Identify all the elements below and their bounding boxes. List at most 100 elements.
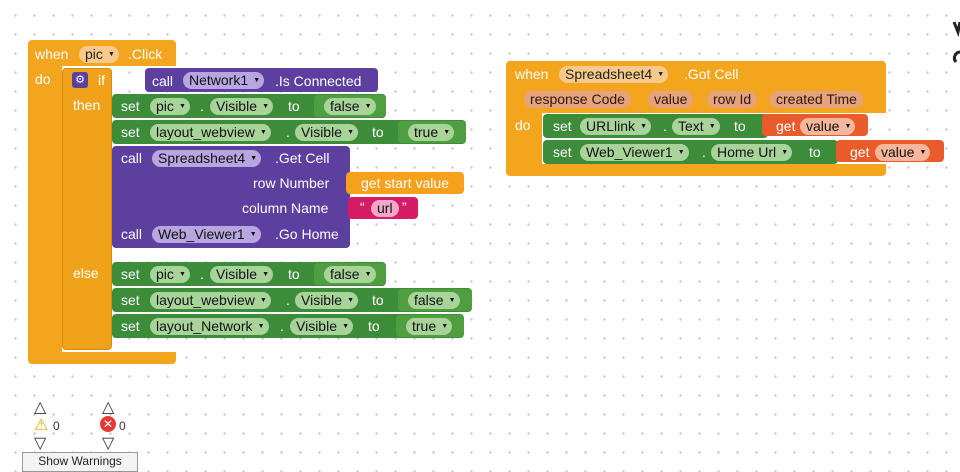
pic-component-dropdown[interactable]: pic▼ xyxy=(79,46,119,63)
property-dropdown[interactable]: Visible▼ xyxy=(290,318,353,335)
property-dropdown[interactable]: Text▼ xyxy=(672,118,720,135)
dropdown-arrow-icon: ▼ xyxy=(347,129,354,136)
get-label: get xyxy=(776,118,796,134)
property-dropdown[interactable]: Home Url ▼ xyxy=(711,144,793,161)
boolean-dropdown[interactable]: true▼ xyxy=(406,318,453,335)
gear-icon[interactable]: ⚙ xyxy=(72,72,88,88)
component-dropdown[interactable]: Web_Viewer1▼ xyxy=(580,144,689,161)
to-label: to xyxy=(372,124,384,140)
dropdown-arrow-icon: ▼ xyxy=(262,271,269,278)
dropdown-arrow-icon: ▼ xyxy=(443,129,451,136)
dropdown-arrow-icon: ▼ xyxy=(844,123,852,130)
offscreen-block-fragment xyxy=(952,18,960,68)
then-label: then xyxy=(73,97,101,113)
spreadsheet4-dropdown[interactable]: Spreadsheet4 ▼ xyxy=(152,150,262,167)
got-cell-label: .Got Cell xyxy=(684,66,739,82)
web-viewer1-dropdown[interactable]: Web_Viewer1 ▼ xyxy=(152,226,261,243)
dropdown-arrow-icon: ▼ xyxy=(250,155,258,162)
set-label: set xyxy=(121,266,140,282)
dropdown-arrow-icon: ▼ xyxy=(364,103,372,110)
web-viewer1-dropdown-label: Web_Viewer1 xyxy=(158,226,245,242)
param-row-id[interactable]: row Id xyxy=(707,91,758,108)
set-label: set xyxy=(121,98,140,114)
dropdown-arrow-icon: ▼ xyxy=(364,271,372,278)
dropdown-arrow-icon: ▼ xyxy=(259,297,267,304)
property-dropdown-label: Home Url xyxy=(717,144,777,160)
boolean-dropdown[interactable]: false▼ xyxy=(408,292,460,309)
error-count: 0 xyxy=(119,419,126,433)
dropdown-arrow-icon: ▼ xyxy=(262,103,269,110)
component-dropdown-label: layout_webview xyxy=(156,124,255,140)
component-dropdown[interactable]: layout_webview ▼ xyxy=(150,124,271,141)
property-dropdown[interactable]: Visible ▼ xyxy=(295,292,358,309)
component-dropdown[interactable]: pic▼ xyxy=(150,266,190,283)
if-then-else-block[interactable] xyxy=(62,68,112,350)
error-prev-arrow-icon[interactable]: △ xyxy=(102,399,115,416)
component-dropdown[interactable]: layout_webview▼ xyxy=(150,292,271,309)
dropdown-arrow-icon: ▼ xyxy=(677,149,685,156)
network1-dropdown[interactable]: Network1▼ xyxy=(183,72,265,89)
variable-dropdown[interactable]: value ▼ xyxy=(800,118,856,135)
dropdown-arrow-icon: ▼ xyxy=(640,123,648,130)
set-label: set xyxy=(121,318,140,334)
if-label: if xyxy=(98,72,105,88)
do-label: do xyxy=(35,71,51,87)
param-response-code[interactable]: response Code xyxy=(524,91,631,108)
dropdown-arrow-icon: ▼ xyxy=(781,149,789,156)
url-text-field[interactable]: url xyxy=(371,200,399,217)
property-dropdown[interactable]: Visible ▼ xyxy=(210,266,273,283)
dropdown-arrow-icon: ▼ xyxy=(919,149,927,156)
is-connected-label: .Is Connected xyxy=(275,73,362,89)
component-dropdown[interactable]: layout_Network▼ xyxy=(150,318,269,335)
variable-dropdown[interactable]: value▼ xyxy=(875,144,931,161)
error-icon: ✕ xyxy=(100,416,116,432)
dropdown-arrow-icon: ▼ xyxy=(249,231,257,238)
variable-dropdown-label: value xyxy=(806,118,840,134)
pic-dropdown-label: pic xyxy=(85,46,103,62)
to-label: to xyxy=(368,318,380,334)
set-label: set xyxy=(553,118,572,134)
dropdown-arrow-icon: ▼ xyxy=(347,297,354,304)
param-value[interactable]: value xyxy=(648,91,694,108)
when-label: when xyxy=(515,66,549,82)
dropdown-arrow-icon: ▼ xyxy=(441,323,449,330)
boolean-dropdown[interactable]: false▼ xyxy=(324,98,376,115)
boolean-dropdown[interactable]: true ▼ xyxy=(408,124,455,141)
boolean-dropdown[interactable]: false ▼ xyxy=(324,266,376,283)
get-start-value-block[interactable] xyxy=(346,172,464,194)
boolean-dropdown-label: true xyxy=(414,124,439,140)
property-dropdown-label: Visible xyxy=(301,124,342,140)
component-dropdown[interactable]: URLlink ▼ xyxy=(580,118,652,135)
get-cell-label: .Get Cell xyxy=(275,150,330,166)
component-dropdown-label: pic xyxy=(156,98,174,114)
property-dropdown[interactable]: Visible ▼ xyxy=(295,124,358,141)
dropdown-arrow-icon: ▼ xyxy=(708,123,716,130)
property-dropdown-label: Visible xyxy=(301,292,342,308)
boolean-dropdown-label: false xyxy=(330,266,360,282)
warning-next-arrow-icon[interactable]: ▽ xyxy=(34,435,47,452)
component-dropdown-label: URLlink xyxy=(586,118,636,134)
get-label: get xyxy=(850,144,870,160)
property-dropdown[interactable]: Visible▼ xyxy=(210,98,273,115)
dot-label: . xyxy=(286,124,290,140)
to-label: to xyxy=(372,292,384,308)
param-created-time[interactable]: created Time xyxy=(770,91,863,108)
component-dropdown-label: layout_Network xyxy=(156,318,253,334)
else-label: else xyxy=(73,265,99,281)
spreadsheet4-dropdown-label: Spreadsheet4 xyxy=(158,150,246,166)
dropdown-arrow-icon: ▼ xyxy=(259,129,267,136)
set-label: set xyxy=(121,292,140,308)
property-dropdown-label: Visible xyxy=(216,266,257,282)
set-label: set xyxy=(121,124,140,140)
dropdown-arrow-icon: ▼ xyxy=(657,71,665,78)
spreadsheet4-dropdown[interactable]: Spreadsheet4▼ xyxy=(559,66,669,83)
click-event-label: .Click xyxy=(128,46,163,62)
show-warnings-button[interactable]: Show Warnings xyxy=(22,452,138,472)
dot-label: . xyxy=(280,318,284,334)
warning-prev-arrow-icon[interactable]: △ xyxy=(34,399,47,416)
error-next-arrow-icon[interactable]: ▽ xyxy=(102,435,115,452)
dropdown-arrow-icon: ▼ xyxy=(448,297,456,304)
column-name-label: column Name xyxy=(242,200,329,216)
dropdown-arrow-icon: ▼ xyxy=(178,271,186,278)
component-dropdown[interactable]: pic▼ xyxy=(150,98,190,115)
